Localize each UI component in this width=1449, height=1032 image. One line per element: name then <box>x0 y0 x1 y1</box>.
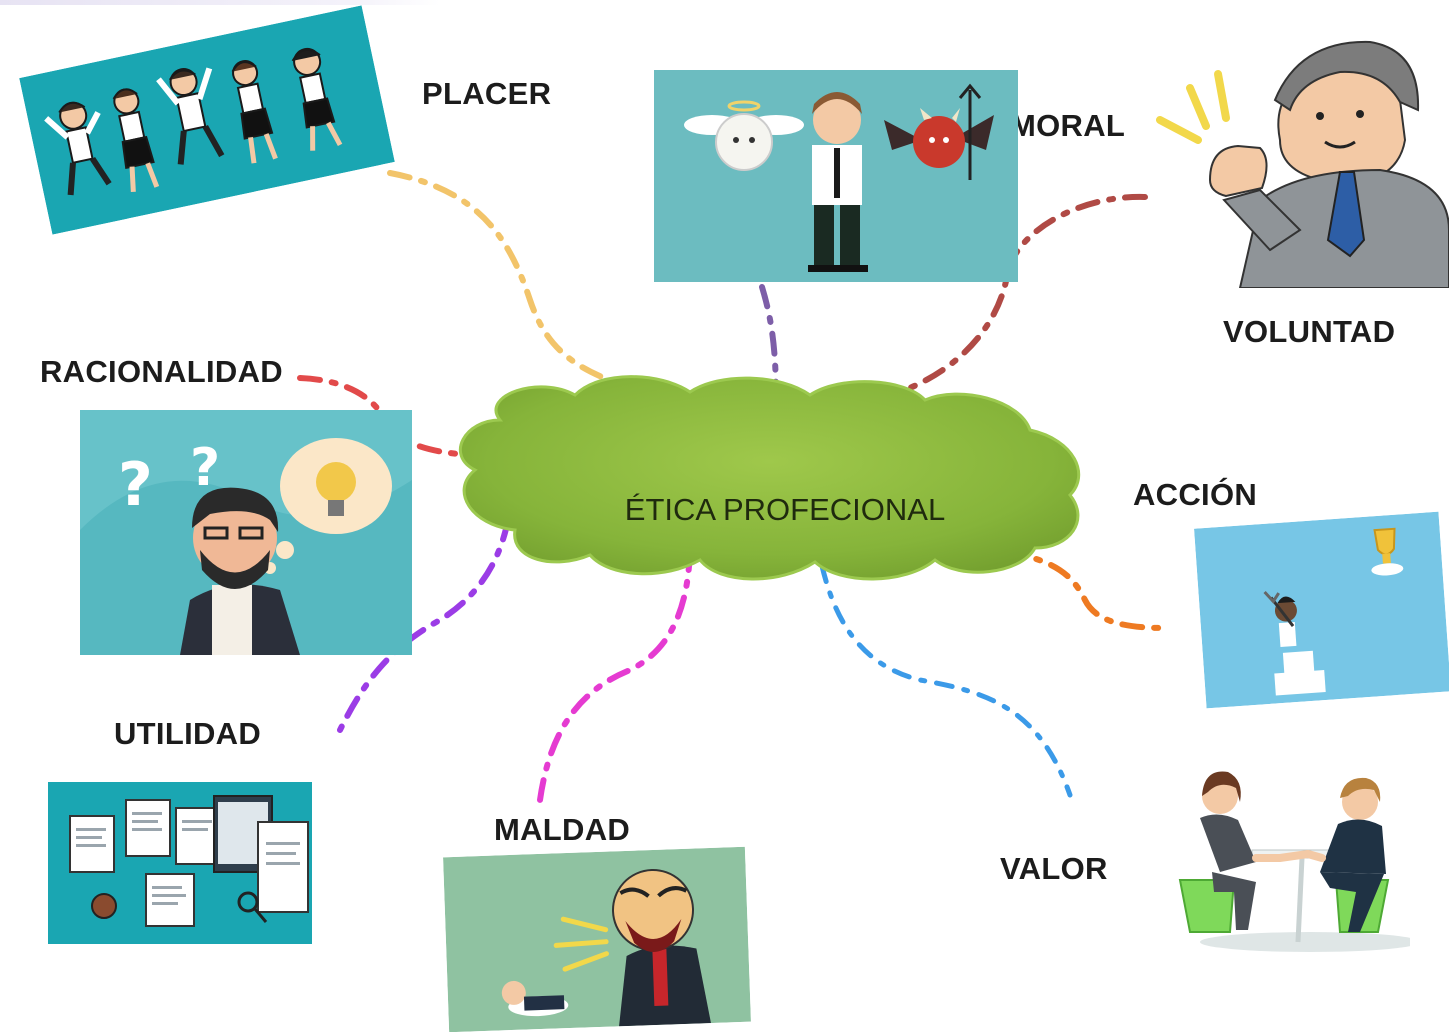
node-label-voluntad: VOLUNTAD <box>1223 314 1396 349</box>
image-resumes-on-desk <box>48 782 312 944</box>
central-topic-label: ÉTICA PROFECIONAL <box>624 492 946 527</box>
image-confident-businessman-fist <box>1150 30 1449 288</box>
connector-valor <box>819 563 1073 798</box>
connector-accion <box>1002 549 1168 631</box>
node-label-moral: MORAL <box>1010 108 1126 143</box>
node-label-racionalidad: RACIONALIDAD <box>40 354 283 389</box>
svg-text:?: ? <box>118 450 153 520</box>
image-handshake-interview <box>1160 762 1410 972</box>
node-label-maldad: MALDAD <box>494 812 631 847</box>
connector-maldad <box>537 547 693 803</box>
image-jumping-office-workers <box>19 5 395 235</box>
node-label-accion: ACCIÓN <box>1133 477 1258 512</box>
image-thinking-man-lightbulb: ? ? <box>80 410 412 655</box>
node-label-placer: PLACER <box>422 76 552 111</box>
image-climbing-to-trophy <box>1194 511 1449 709</box>
image-angel-devil-dilemma <box>654 70 1018 282</box>
image-boss-shouting-employee <box>443 846 751 1032</box>
node-label-valor: VALOR <box>1000 851 1108 886</box>
connector-utilidad <box>337 517 511 733</box>
svg-text:?: ? <box>190 438 220 498</box>
node-label-utilidad: UTILIDAD <box>114 716 262 751</box>
top-accent-bar <box>0 0 440 5</box>
